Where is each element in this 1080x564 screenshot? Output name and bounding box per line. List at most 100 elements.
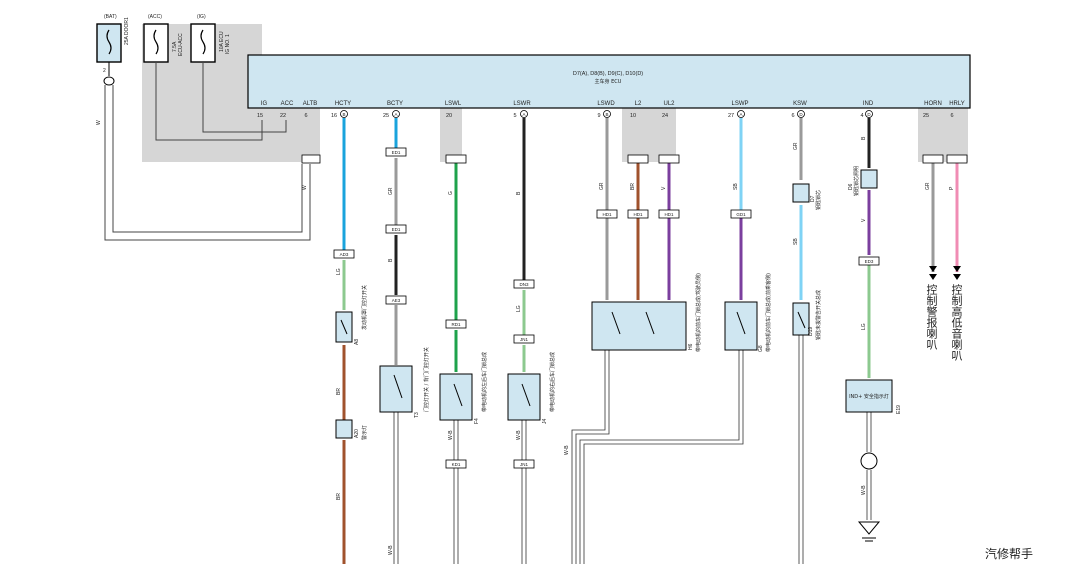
svg-text:W-B: W-B: [388, 545, 394, 555]
svg-text:LG: LG: [861, 323, 867, 330]
svg-text:发动机罩门控灯开关: 发动机罩门控灯开关: [361, 285, 368, 330]
lock-g8: G8 带电动机的前车门锁总成(前乘客侧): [724, 273, 772, 352]
svg-text:T3: T3: [414, 412, 420, 418]
svg-text:B: B: [605, 112, 608, 117]
svg-text:主车身 ECU: 主车身 ECU: [595, 78, 622, 85]
svg-text:HD1: HD1: [602, 212, 611, 217]
svg-text:ED3: ED3: [865, 259, 874, 264]
svg-text:BR: BR: [630, 183, 636, 190]
svg-text:6: 6: [950, 113, 953, 119]
cyl-d7: D7 钥匙锁芯: [792, 183, 822, 210]
svg-text:D: D: [799, 112, 803, 117]
svg-text:D6: D6: [848, 183, 854, 190]
svg-text:W-B: W-B: [516, 430, 522, 440]
svg-text:警示灯: 警示灯: [361, 425, 368, 440]
svg-text:D: D: [867, 112, 871, 117]
svg-text:BR: BR: [336, 493, 342, 500]
svg-text:20: 20: [446, 113, 452, 119]
svg-text:KSW: KSW: [793, 101, 807, 107]
svg-text:B: B: [342, 112, 345, 117]
svg-text:ALTB: ALTB: [303, 101, 318, 107]
svg-text:25A DOOR1: 25A DOOR1: [124, 17, 130, 45]
svg-text:(ACC): (ACC): [148, 14, 162, 20]
svg-text:IG NO. 1: IG NO. 1: [225, 34, 231, 54]
svg-text:5: 5: [513, 113, 516, 119]
svg-text:G8: G8: [758, 345, 764, 352]
lock-f4: F4 带电动机的左后车门锁总成: [439, 352, 488, 424]
svg-text:22: 22: [280, 113, 286, 119]
inline-connectors: [301, 147, 968, 469]
svg-text:V: V: [861, 218, 867, 222]
power-feed-lines: [104, 62, 311, 241]
svg-text:带电动机的前车门锁总成(驾驶员侧): 带电动机的前车门锁总成(驾驶员侧): [695, 273, 702, 352]
svg-text:V: V: [661, 186, 667, 190]
svg-text:W-B: W-B: [861, 485, 867, 495]
output-label-alarm-horn: 控制警报喇叭: [925, 284, 938, 350]
svg-text:B: B: [388, 258, 394, 262]
svg-text:ED1: ED1: [392, 227, 401, 232]
svg-text:BCTY: BCTY: [387, 101, 403, 107]
svg-text:25: 25: [383, 113, 389, 119]
svg-text:25: 25: [923, 113, 929, 119]
fuse-bat: (BAT) 25A DOOR1 2: [96, 14, 130, 86]
svg-text:UL2: UL2: [663, 101, 675, 107]
fuse-acc: (ACC) 7.5A ECU-ACC: [143, 14, 184, 63]
svg-text:HRLY: HRLY: [949, 101, 965, 107]
svg-text:IG: IG: [261, 101, 268, 107]
svg-text:HD1: HD1: [633, 212, 642, 217]
svg-text:GD1: GD1: [736, 212, 746, 217]
svg-text:带电动机的前车门锁总成(前乘客侧): 带电动机的前车门锁总成(前乘客侧): [765, 273, 772, 352]
lock-j4: J4 带电动机的右后车门锁总成: [507, 352, 556, 425]
svg-text:A20: A20: [354, 429, 360, 438]
svg-text:SB: SB: [733, 183, 739, 190]
svg-text:J4: J4: [542, 419, 548, 425]
svg-text:E19: E19: [896, 405, 902, 414]
svg-text:IND: IND: [863, 101, 874, 107]
svg-text:H6: H6: [688, 343, 694, 350]
svg-text:钥匙锁芯照明: 钥匙锁芯照明: [853, 166, 860, 196]
svg-text:D7(A), D8(B), D9(C), D10(D): D7(A), D8(B), D9(C), D10(D): [573, 71, 643, 77]
svg-text:HORN: HORN: [924, 101, 942, 107]
output-arrows: [929, 266, 961, 280]
watermark: 汽修帮手: [985, 546, 1033, 561]
svg-text:JN1: JN1: [520, 462, 528, 467]
svg-text:L2: L2: [635, 101, 642, 107]
switch-d19: D19 钥匙未拔警告开关总成: [792, 290, 822, 340]
illum-d6: D6 钥匙锁芯照明: [848, 166, 878, 196]
svg-text:B: B: [861, 136, 867, 140]
svg-text:A8: A8: [354, 339, 360, 345]
svg-text:W: W: [302, 185, 308, 190]
wires: [342, 118, 959, 564]
svg-text:AE3: AE3: [392, 298, 401, 303]
svg-text:门控灯开关 / 背门门控灯开关: 门控灯开关 / 背门门控灯开关: [423, 347, 430, 412]
svg-text:D19: D19: [808, 327, 814, 336]
svg-text:SB: SB: [793, 238, 799, 245]
svg-text:GR: GR: [793, 142, 799, 150]
svg-text:A: A: [739, 112, 742, 117]
svg-text:10: 10: [630, 113, 636, 119]
ground-wires: [393, 335, 872, 564]
svg-text:(BAT): (BAT): [104, 14, 117, 20]
svg-text:7.5A: 7.5A: [172, 41, 178, 52]
svg-text:W-B: W-B: [564, 445, 570, 455]
svg-text:A: A: [394, 112, 397, 117]
svg-text:2: 2: [103, 68, 106, 74]
svg-text:ECU-ACC: ECU-ACC: [178, 33, 184, 56]
svg-text:钥匙锁芯: 钥匙锁芯: [815, 190, 822, 210]
svg-text:9: 9: [597, 113, 600, 119]
svg-text:10A ECU: 10A ECU: [219, 31, 225, 52]
svg-text:带电动机的左后车门锁总成: 带电动机的左后车门锁总成: [481, 352, 488, 412]
svg-text:16: 16: [331, 113, 337, 119]
svg-text:BR: BR: [336, 388, 342, 395]
svg-text:6: 6: [304, 113, 307, 119]
svg-text:(IG): (IG): [197, 14, 206, 20]
svg-text:带电动机的右后车门锁总成: 带电动机的右后车门锁总成: [549, 352, 556, 412]
svg-text:D7: D7: [810, 195, 816, 202]
svg-text:LSWL: LSWL: [445, 101, 462, 107]
svg-text:钥匙未拔警告开关总成: 钥匙未拔警告开关总成: [815, 290, 822, 340]
svg-text:W: W: [96, 120, 102, 125]
svg-text:B: B: [516, 191, 522, 195]
svg-text:ED1: ED1: [392, 150, 401, 155]
svg-text:24: 24: [662, 113, 668, 119]
